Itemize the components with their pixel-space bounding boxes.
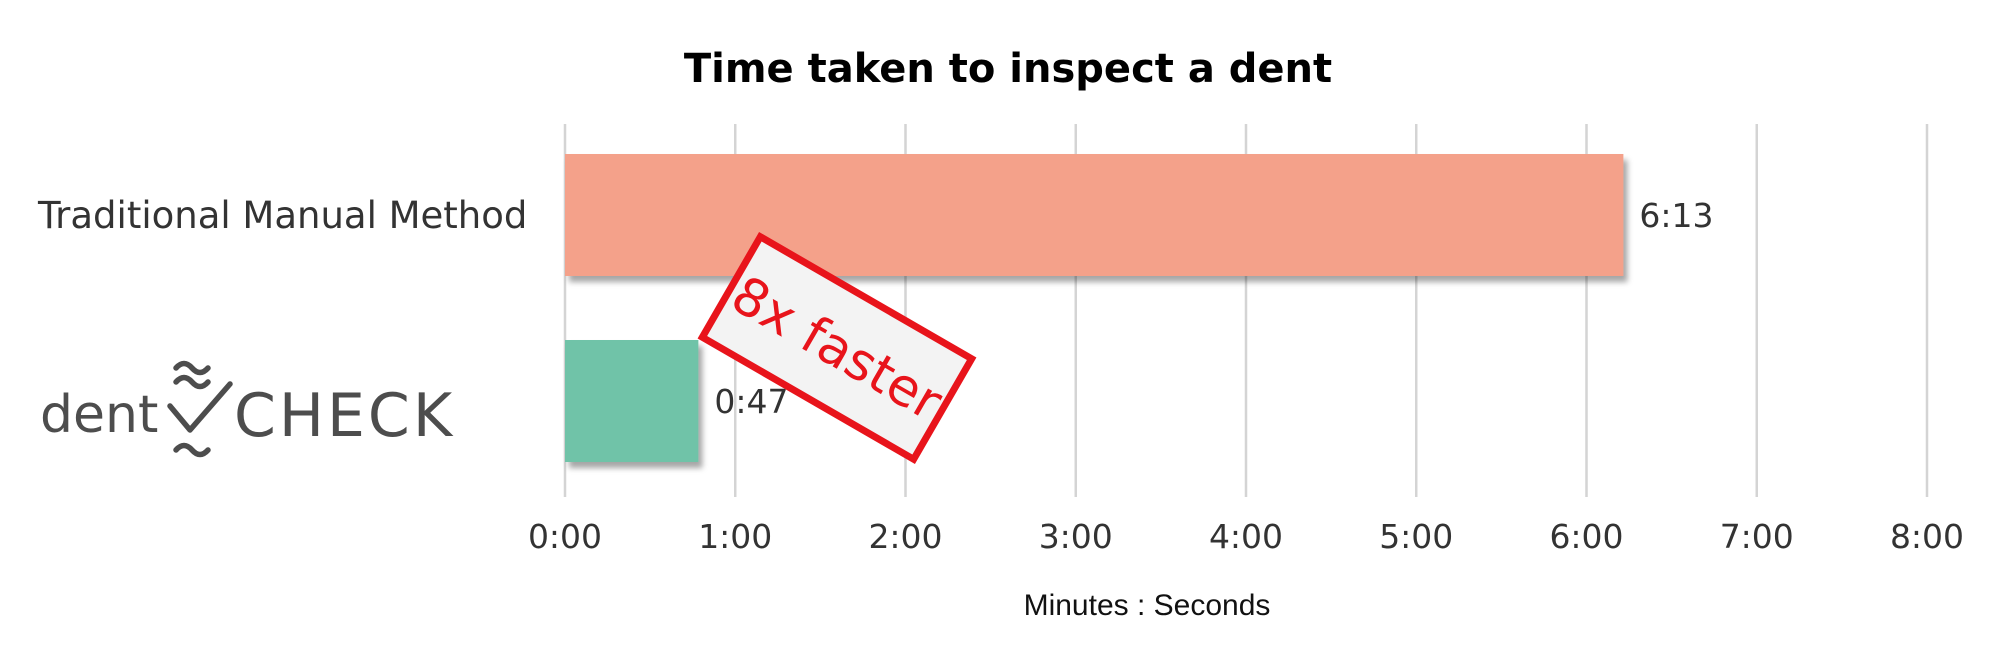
bar-value-label: 6:13 xyxy=(1639,196,1713,235)
x-tick-label: 6:00 xyxy=(1549,517,1623,556)
chart-title: Time taken to inspect a dent xyxy=(684,46,1332,92)
x-tick-label: 8:00 xyxy=(1890,517,1964,556)
x-tick-label: 2:00 xyxy=(868,517,942,556)
bar xyxy=(565,340,699,462)
bars xyxy=(565,154,1624,462)
x-axis-title: Minutes : Seconds xyxy=(1024,589,1271,622)
bar-value-label: 0:47 xyxy=(714,382,788,421)
x-tick-label: 4:00 xyxy=(1209,517,1283,556)
x-tick-label: 1:00 xyxy=(698,517,772,556)
x-tick-label: 3:00 xyxy=(1039,517,1113,556)
x-axis-ticks: 0:00 1:00 2:00 3:00 4:00 5:00 6:00 7:00 8:00 xyxy=(528,517,1964,556)
dentcheck-logo: dent CHECK xyxy=(40,360,455,458)
x-tick-label: 7:00 xyxy=(1720,517,1794,556)
logo-word-check: CHECK xyxy=(234,381,455,451)
bar xyxy=(565,154,1624,276)
check-wave-icon xyxy=(167,360,233,458)
x-tick-label: 5:00 xyxy=(1379,517,1453,556)
logo-word-dent: dent xyxy=(40,385,158,445)
x-tick-label: 0:00 xyxy=(528,517,602,556)
value-labels: 6:13 0:47 xyxy=(714,196,1713,421)
annotation-box xyxy=(697,231,977,465)
category-label-traditional: Traditional Manual Method xyxy=(37,194,527,237)
